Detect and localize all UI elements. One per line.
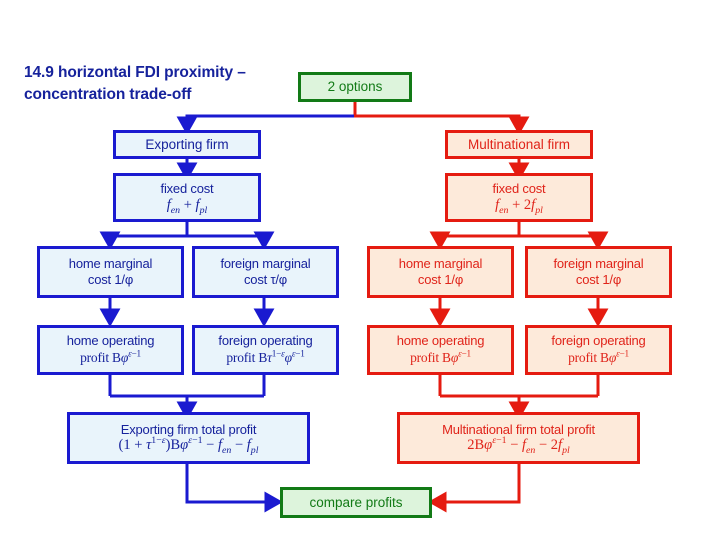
node-multinational-foreign-operating-profit-line1: foreign operating — [551, 333, 646, 349]
slide-title-line1: 14.9 horizontal FDI proximity — [24, 64, 233, 81]
node-exporting-foreign-marginal-cost-line2: cost τ/φ — [243, 272, 288, 287]
node-exporting-fixed-cost-line2: fen + fpl — [166, 196, 208, 216]
node-compare-profits[interactable]: compare profits — [280, 487, 432, 518]
edge-red-chain — [428, 159, 609, 513]
node-multinational-fixed-cost[interactable]: fixed cost fen + 2fpl — [445, 173, 593, 222]
node-multinational-home-marginal-cost-line1: home marginal — [398, 255, 483, 271]
node-multinational-foreign-operating-profit-line2: profit Bφε−1 — [568, 348, 629, 365]
slide-title: 14.9 horizontal FDI proximity – concentr… — [24, 62, 294, 106]
node-multinational-foreign-marginal-cost-line2: cost 1/φ — [575, 272, 622, 287]
node-exporting-firm[interactable]: Exporting firm — [113, 130, 261, 159]
node-exporting-fixed-cost[interactable]: fixed cost fen + fpl — [113, 173, 261, 222]
node-exporting-home-operating-profit-line2: profit Bφε−1 — [80, 348, 141, 365]
node-exporting-home-operating-profit[interactable]: home operating profit Bφε−1 — [37, 325, 184, 375]
node-exporting-foreign-operating-profit[interactable]: foreign operating profit Bτ1−εφε−1 — [192, 325, 339, 375]
edge-blue-chain — [99, 159, 283, 513]
node-exporting-total-profit-line1: Exporting firm total profit — [120, 421, 257, 437]
node-exporting-foreign-marginal-cost[interactable]: foreign marginal cost τ/φ — [192, 246, 339, 298]
node-multinational-home-marginal-cost-line2: cost 1/φ — [417, 272, 464, 287]
node-exporting-home-marginal-cost-line1: home marginal — [68, 255, 153, 271]
slide-title-line2: – concentration trade-off — [24, 64, 246, 103]
node-multinational-foreign-operating-profit[interactable]: foreign operating profit Bφε−1 — [525, 325, 672, 375]
node-exporting-foreign-operating-profit-line1: foreign operating — [218, 333, 313, 349]
node-2-options-label: 2 options — [327, 79, 383, 95]
node-exporting-foreign-operating-profit-line2: profit Bτ1−εφε−1 — [226, 348, 305, 365]
node-multinational-home-operating-profit[interactable]: home operating profit Bφε−1 — [367, 325, 514, 375]
node-compare-profits-label: compare profits — [309, 494, 403, 510]
node-multinational-fixed-cost-line2: fen + 2fpl — [495, 196, 543, 216]
node-multinational-firm-label: Multinational firm — [467, 136, 571, 152]
node-exporting-firm-label: Exporting firm — [145, 136, 229, 152]
node-exporting-fixed-cost-line1: fixed cost — [160, 181, 214, 196]
node-multinational-firm[interactable]: Multinational firm — [445, 130, 593, 159]
node-exporting-total-profit-line2: (1 + τ1−ε)Bφε−1 − fen − fpl — [118, 435, 259, 456]
node-exporting-foreign-marginal-cost-line1: foreign marginal — [220, 255, 311, 271]
node-multinational-total-profit-line2: 2Bφε−1 − fen − 2fpl — [467, 435, 570, 456]
node-multinational-fixed-cost-line1: fixed cost — [492, 181, 546, 196]
node-multinational-foreign-marginal-cost[interactable]: foreign marginal cost 1/φ — [525, 246, 672, 298]
node-exporting-total-profit[interactable]: Exporting firm total profit (1 + τ1−ε)Bφ… — [67, 412, 310, 464]
node-multinational-total-profit-line1: Multinational firm total profit — [442, 421, 595, 437]
node-exporting-home-marginal-cost-line2: cost 1/φ — [87, 272, 134, 287]
node-multinational-home-marginal-cost[interactable]: home marginal cost 1/φ — [367, 246, 514, 298]
node-exporting-home-marginal-cost[interactable]: home marginal cost 1/φ — [37, 246, 184, 298]
node-multinational-home-operating-profit-line1: home operating — [396, 333, 485, 349]
node-multinational-foreign-marginal-cost-line1: foreign marginal — [553, 255, 644, 271]
node-multinational-total-profit[interactable]: Multinational firm total profit 2Bφε−1 −… — [397, 412, 640, 464]
edge-options-split — [176, 102, 530, 135]
node-exporting-home-operating-profit-line1: home operating — [66, 333, 155, 349]
node-multinational-home-operating-profit-line2: profit Bφε−1 — [410, 348, 471, 365]
node-2-options[interactable]: 2 options — [298, 72, 412, 102]
